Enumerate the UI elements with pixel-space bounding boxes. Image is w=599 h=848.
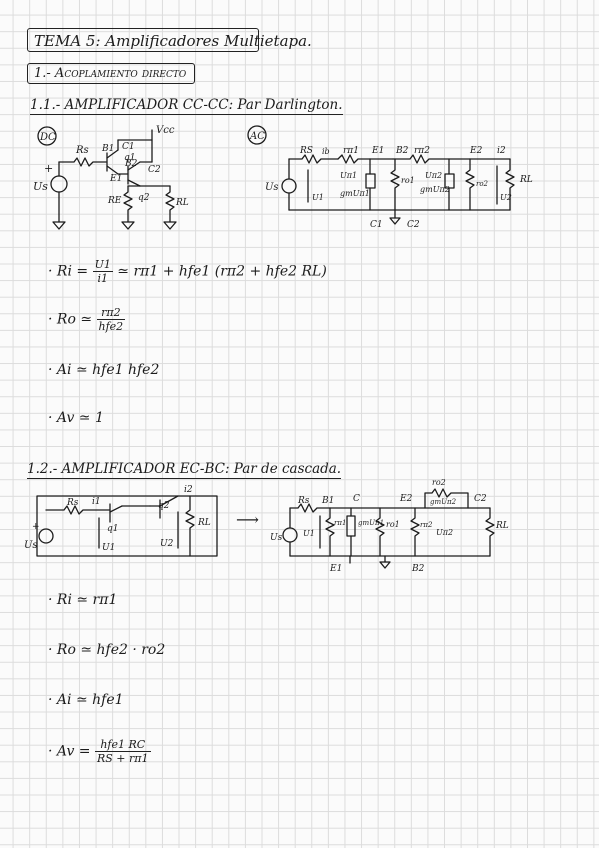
av-denominator: RS + rπ1 [96, 752, 149, 765]
formula-av-darlington: · Av ≃ 1 [48, 410, 104, 426]
cas-q1: q1 [107, 524, 119, 534]
dc-c2: C2 [148, 165, 161, 175]
casr-vpi2: Uπ2 [436, 528, 453, 537]
ac-rl: RL [519, 175, 533, 185]
casr-e1: E1 [329, 564, 342, 574]
ac-i2: i2 [497, 146, 506, 156]
ac-ro1: ro1 [401, 176, 415, 185]
dc-tag: DC [39, 132, 56, 143]
cas-plus: + [32, 522, 40, 532]
ac-rpi2: rπ2 [414, 146, 430, 156]
casr-v1: U1 [303, 529, 315, 538]
dc-q1: q1 [124, 153, 136, 163]
ac-ro2: ro2 [476, 180, 489, 188]
dc-rs: Rs [75, 145, 89, 156]
ac-v2: U2 [500, 193, 512, 202]
ac-b2: B2 [395, 146, 409, 156]
ri-denominator: i1 [97, 272, 108, 285]
ac-gm2: gmUπ2 [420, 185, 450, 194]
ro-denominator: hfe2 [98, 320, 124, 333]
casr-rpi2: rπ2 [420, 521, 433, 529]
cas-vs: Us [24, 540, 38, 551]
page-title: TEMA 5: Amplificadores Multietapa. [27, 28, 312, 52]
casr-ro2: ro2 [432, 478, 446, 487]
formula-ri-cascode: · Ri ≃ rπ1 [48, 592, 118, 608]
ri-expression: ≃ rπ1 + hfe1 (rπ2 + hfe2 RL) [112, 263, 327, 280]
casr-ro1: ro1 [386, 520, 400, 529]
casr-gm2: gmUπ2 [430, 498, 457, 506]
ac-vpi2: Uπ2 [425, 171, 442, 180]
casr-b1: B1 [321, 496, 334, 506]
cas-i1: i1 [92, 497, 101, 507]
ac-v1: U1 [312, 193, 324, 202]
casr-rs: Rs [297, 496, 310, 506]
formula-ai-darlington: · Ai ≃ hfe1 hfe2 [48, 362, 160, 378]
casr-e2: E2 [399, 494, 413, 504]
dc-vs: Us [33, 180, 48, 193]
cas-v1: U1 [102, 543, 115, 553]
ac-c1: C1 [370, 220, 383, 230]
dc-rl: RL [175, 198, 189, 208]
ro-prefix: · Ro ≃ [48, 311, 97, 328]
cas-arrow: ⟶ [236, 510, 259, 529]
ac-rpi1: rπ1 [343, 146, 359, 156]
cas-rs: Rs [66, 498, 79, 508]
casr-vs: Us [270, 533, 283, 543]
dc-e1: E1 [109, 174, 122, 184]
casr-rpi1: rπ1 [334, 519, 346, 527]
section-heading: 1.- Acoplamiento directo [27, 63, 195, 84]
dc-plus: + [44, 162, 53, 175]
dc-q2: q2 [138, 193, 150, 203]
casr-rl: RL [495, 521, 509, 531]
dc-b2: B2 [124, 159, 138, 169]
casr-b2: B2 [411, 564, 425, 574]
casr-c: C [353, 494, 360, 504]
subsection-heading-darlington: 1.1.- AMPLIFICADOR CC-CC: Par Darlington… [30, 97, 343, 115]
ac-vpi1: Uπ1 [340, 171, 357, 180]
dc-b1: B1 [101, 144, 114, 154]
av-numerator: hfe1 RC [94, 738, 151, 752]
cas-q2: q2 [158, 501, 170, 511]
ri-numerator: U1 [92, 258, 113, 272]
ac-ib: ib [322, 147, 330, 156]
formula-ro-cascode: · Ro ≃ hfe2 · ro2 [48, 642, 166, 658]
cas-rl: RL [197, 518, 211, 528]
ac-gm1: gmUπ1 [340, 189, 370, 198]
formula-ai-cascode: · Ai ≃ hfe1 [48, 692, 124, 708]
subsection-heading-cascode: 1.2.- AMPLIFICADOR EC-BC: Par de cascada… [27, 461, 342, 479]
av-prefix: · Av = [48, 743, 95, 760]
casr-gm1: gmUπ1 [358, 519, 384, 527]
ri-prefix: · Ri = [48, 263, 93, 280]
casr-c2: C2 [474, 494, 487, 504]
dc-c1: C1 [122, 142, 135, 152]
ro-numerator: rπ2 [96, 306, 126, 320]
dc-re: RE [107, 196, 122, 206]
ac-e1: E1 [371, 146, 384, 156]
cas-v2: U2 [160, 539, 174, 549]
dc-vcc: Vcc [156, 125, 175, 136]
ac-vs: Us [265, 182, 279, 193]
ac-c2: C2 [407, 220, 420, 230]
cas-i2: i2 [184, 485, 193, 495]
ac-rs: RS [299, 146, 313, 156]
ac-e2: E2 [469, 146, 483, 156]
ac-tag: AC [249, 131, 265, 142]
